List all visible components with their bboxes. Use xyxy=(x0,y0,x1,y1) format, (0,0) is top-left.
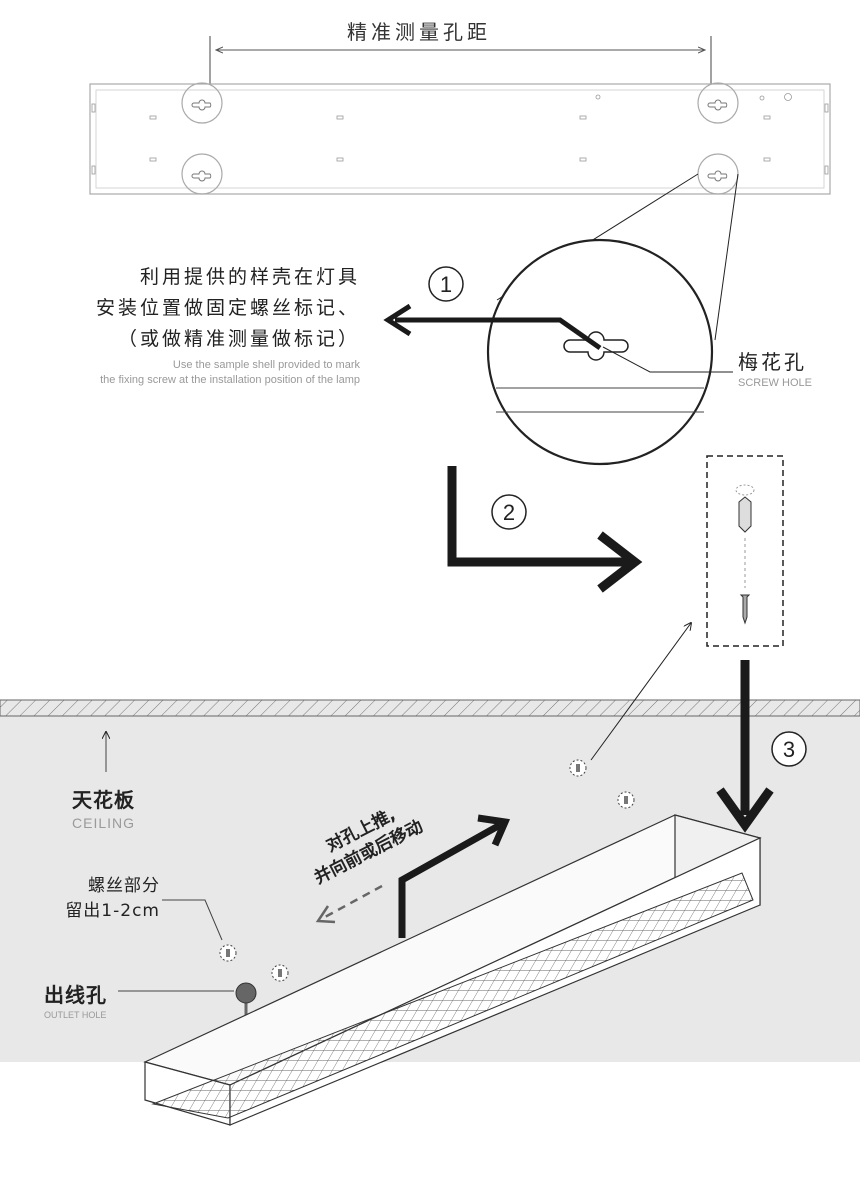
step1-number: 1 xyxy=(440,272,452,297)
instruction-en-line: Use the sample shell provided to mark xyxy=(172,359,360,371)
step1-arrow xyxy=(383,303,602,351)
step2-arrow xyxy=(447,466,643,593)
dimension-label: 精准测量孔距 xyxy=(347,20,491,44)
ceiling-en: CEILING xyxy=(72,815,136,831)
step1-instruction: 利用提供的样壳在灯具 安装位置做固定螺丝标记、 （或做精准测量做标记） Use … xyxy=(96,262,360,388)
pointer-arrow xyxy=(590,623,691,761)
instruction-line: （或做精准测量做标记） xyxy=(117,328,360,350)
step3-arrow xyxy=(716,660,774,833)
template-plate xyxy=(89,82,831,195)
outlet-label: 出线孔 OUTLET HOLE xyxy=(44,979,107,1020)
screw-part-label: 螺丝部分 留出1-2cm xyxy=(48,874,160,924)
push-arrow xyxy=(315,814,511,938)
ceiling-screws xyxy=(219,759,635,982)
instruction-en-line: the fixing screw at the installation pos… xyxy=(100,374,360,386)
step2-number: 2 xyxy=(503,500,515,525)
screw-part-leader xyxy=(162,899,223,941)
step2-number-badge xyxy=(491,494,527,530)
step1-number-badge xyxy=(428,266,464,302)
instruction-line: 安装位置做固定螺丝标记、 xyxy=(95,297,360,319)
ceiling-cn: 天花板 xyxy=(72,788,135,812)
screw-hole-cn: 梅花孔 xyxy=(738,350,807,374)
screw-part-line1: 螺丝部分 xyxy=(88,876,160,896)
step3-number: 3 xyxy=(783,737,795,762)
screw-anchor-box xyxy=(706,455,784,647)
zoom-detail xyxy=(486,173,739,466)
instruction-line: 利用提供的样壳在灯具 xyxy=(139,266,360,288)
screw-hole-en: SCREW HOLE xyxy=(738,377,812,389)
step3-number-badge xyxy=(771,731,807,767)
outlet-cn: 出线孔 xyxy=(44,983,107,1007)
ceiling-label: 天花板 CEILING xyxy=(72,784,135,831)
lamp xyxy=(143,814,762,1126)
screw-part-line2: 留出1-2cm xyxy=(65,901,160,921)
screw-hole-label: 梅花孔 SCREW HOLE xyxy=(738,346,812,389)
outlet-en: OUTLET HOLE xyxy=(44,1010,107,1020)
